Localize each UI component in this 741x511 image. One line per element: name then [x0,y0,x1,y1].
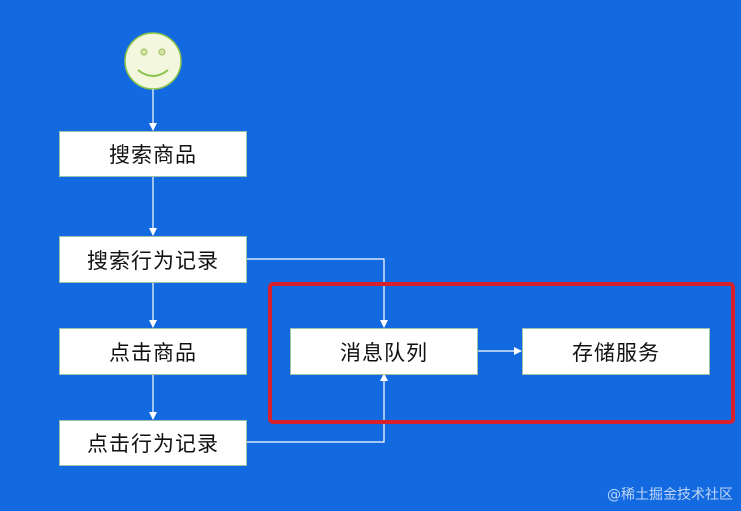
node-click-products: 点击商品 [59,328,247,375]
node-search-log: 搜索行为记录 [59,236,247,283]
node-message-queue: 消息队列 [290,328,478,375]
watermark: @稀土掘金技术社区 [607,487,733,503]
smiley-face-icon [124,32,182,90]
node-search-products: 搜索商品 [59,131,247,177]
connector-click-log-to-queue [247,373,388,443]
connector-search-log-to-queue [247,258,388,328]
node-click-log: 点击行为记录 [59,420,247,466]
node-storage-service: 存储服务 [522,328,710,375]
highlight-frame [268,282,735,424]
